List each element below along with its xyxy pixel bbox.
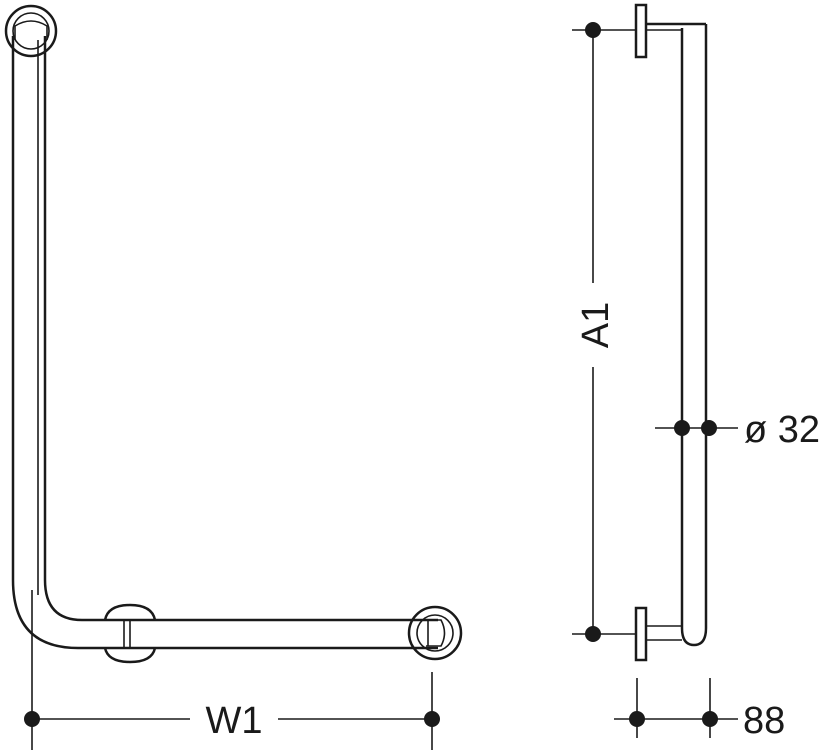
diameter-label: ø 32 xyxy=(744,409,820,451)
height-label: A1 xyxy=(575,302,617,348)
end-flange-front xyxy=(407,605,463,661)
bottom-wall-plate xyxy=(634,606,682,662)
tube-side xyxy=(680,24,708,647)
projection-label: 88 xyxy=(743,700,785,742)
width-label: W1 xyxy=(206,700,263,742)
top-flange-front xyxy=(4,4,58,58)
middle-flange-front xyxy=(103,603,157,664)
width-dimension: W1 xyxy=(24,590,440,750)
l-shaped-tube xyxy=(11,36,438,650)
top-wall-plate xyxy=(634,3,706,59)
diameter-dimension: ø 32 xyxy=(655,409,820,451)
side-view: A1 ø 32 88 xyxy=(572,3,820,742)
front-view: W1 xyxy=(4,4,463,750)
projection-dimension: 88 xyxy=(614,678,785,742)
height-dimension: A1 xyxy=(572,22,636,642)
